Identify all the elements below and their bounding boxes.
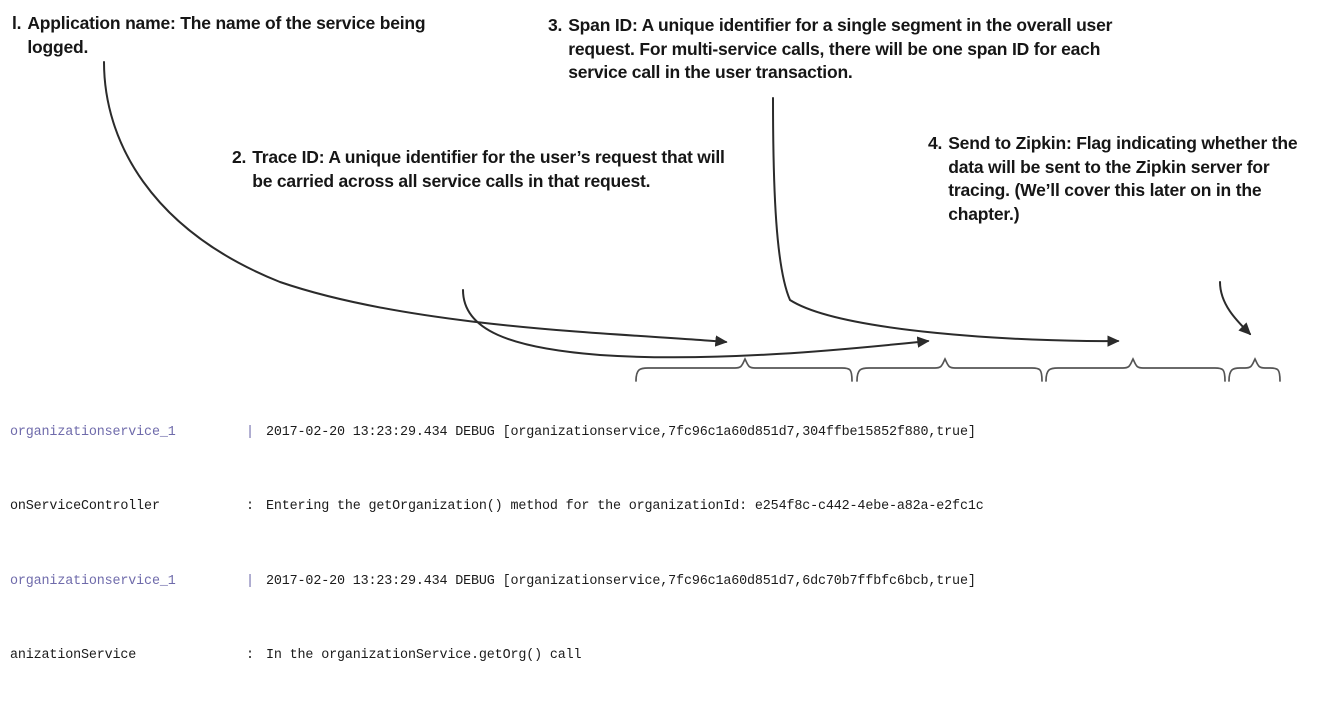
callout-text: Send to Zipkin: Flag indicating whether … [948, 133, 1298, 224]
callout-number: 2. [232, 147, 247, 167]
log-output: organizationservice_1 | 2017-02-20 13:23… [10, 368, 984, 721]
log-separator: | [246, 424, 254, 440]
log-row: onServiceController : Entering the getOr… [10, 498, 984, 517]
leader-line-application-name [103, 61, 728, 347]
log-message: 2017-02-20 13:23:29.434 DEBUG [organizat… [266, 424, 976, 440]
log-message: In the organizationService.getOrg() call [266, 647, 582, 663]
callout-number: 3. [548, 15, 563, 35]
send-to-zipkin-brace [1228, 357, 1281, 382]
log-message: 2017-02-20 13:23:29.434 DEBUG [organizat… [266, 573, 976, 589]
callout-number: 4. [928, 133, 943, 153]
log-service-name: organizationservice_1 [10, 573, 176, 589]
log-message: Entering the getOrganization() method fo… [266, 499, 984, 515]
log-separator: : [246, 499, 254, 515]
log-service-name: onServiceController [10, 499, 160, 515]
leader-line-trace-id [462, 289, 930, 359]
log-row: organizationservice_1 | 2017-02-20 13:23… [10, 424, 984, 443]
callout-text: Application name: The name of the servic… [27, 13, 426, 57]
log-separator: : [246, 647, 254, 663]
callout-text: Span ID: A unique identifier for a singl… [568, 15, 1113, 82]
log-separator: | [246, 573, 254, 589]
callout-text: Trace ID: A unique identifier for the us… [252, 147, 725, 191]
figure-root: l. Application name: The name of the ser… [10, 12, 1324, 663]
span-id-brace [1045, 357, 1226, 382]
callout-number: l. [12, 13, 22, 33]
leader-line-send-to-zipkin [1219, 281, 1252, 336]
log-service-name: organizationservice_1 [10, 424, 176, 440]
log-row: anizationService : In the organizationSe… [10, 647, 984, 666]
log-service-name: anizationService [10, 647, 137, 663]
callout-trace-id: 2. Trace ID: A unique identifier for the… [232, 146, 732, 193]
callout-application-name: l. Application name: The name of the ser… [12, 12, 452, 59]
callout-span-id: 3. Span ID: A unique identifier for a si… [548, 14, 1148, 85]
callout-send-to-zipkin: 4. Send to Zipkin: Flag indicating wheth… [928, 132, 1324, 226]
log-row: organizationservice_1 | 2017-02-20 13:23… [10, 573, 984, 592]
